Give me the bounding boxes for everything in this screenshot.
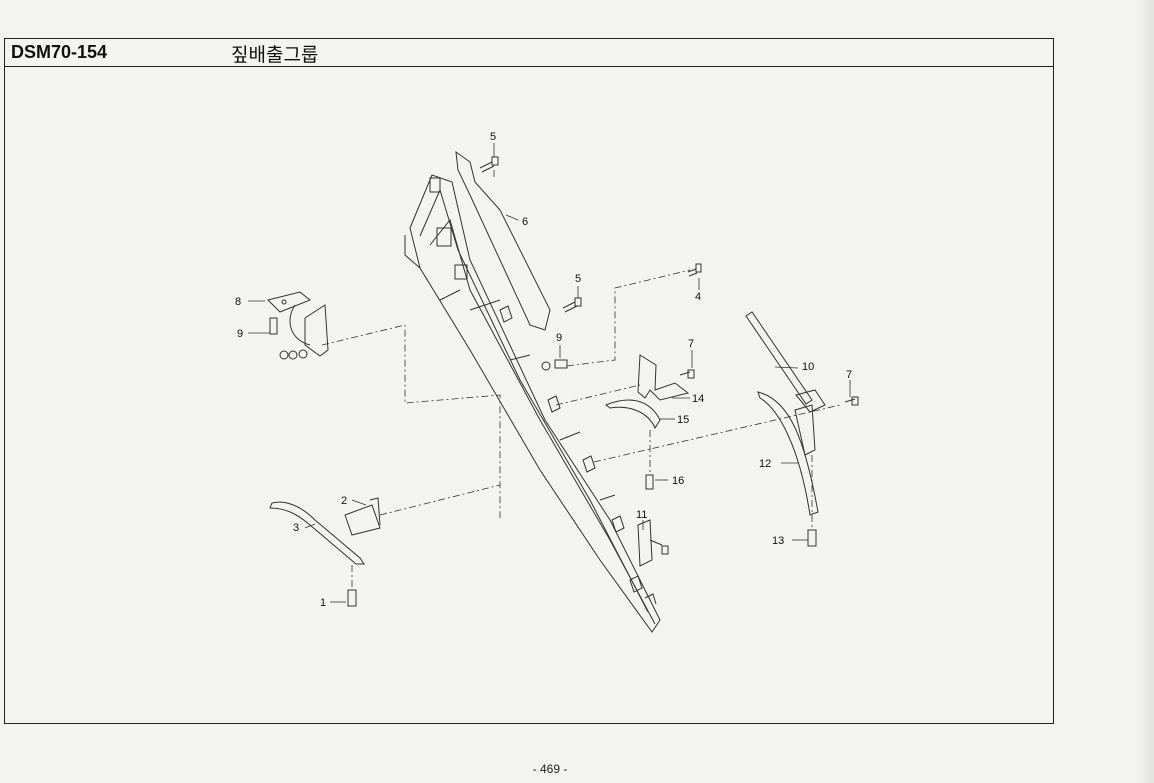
bracket-part-10-mount — [795, 389, 826, 413]
screw-part-5-lower — [562, 297, 582, 313]
callout-4: 4 — [695, 291, 701, 303]
bolt-part-1 — [347, 589, 357, 607]
page-number: - 469 - — [532, 762, 568, 776]
callout-1: 1 — [320, 597, 326, 609]
screw-part-7-center — [679, 369, 695, 379]
callout-16: 16 — [672, 475, 684, 487]
callout-3: 3 — [293, 522, 299, 534]
bolt-part-9-center — [541, 359, 568, 371]
bolt-part-13 — [807, 529, 817, 547]
callout-5-lower: 5 — [575, 273, 581, 285]
callout-11: 11 — [636, 509, 647, 521]
screw-part-4 — [687, 263, 702, 277]
screw-part-5-upper — [479, 156, 499, 173]
screw-part-16 — [645, 474, 654, 490]
scan-edge — [1136, 0, 1154, 783]
callout-15: 15 — [677, 414, 689, 426]
assembly-lines — [321, 170, 841, 590]
header-bar: DSM70-154 짚배출그룹 — [5, 39, 1053, 67]
callout-7-center: 7 — [688, 338, 694, 350]
model-code: DSM70-154 — [11, 42, 108, 62]
callout-numbers: 5 6 5 4 8 9 9 7 7 10 14 15 16 12 11 13 2… — [235, 131, 852, 609]
callout-2: 2 — [341, 495, 347, 507]
callout-13: 13 — [772, 535, 784, 547]
bolt-part-9-left — [269, 317, 308, 360]
callout-9-center: 9 — [556, 332, 562, 344]
callout-10: 10 — [802, 361, 814, 373]
group-title: 짚배출그룹 — [231, 44, 319, 66]
rod-part-10 — [745, 311, 813, 405]
callout-6: 6 — [522, 216, 528, 228]
cover-plate-part-6 — [455, 150, 551, 331]
guide-part-15 — [604, 399, 661, 430]
callout-5-upper: 5 — [490, 131, 496, 143]
callout-12: 12 — [759, 458, 771, 470]
bracket-part-2 — [344, 497, 381, 536]
bracket-part-8 — [267, 291, 329, 357]
guide-part-3 — [269, 501, 365, 565]
deflector-part-12 — [757, 391, 819, 516]
callout-14: 14 — [692, 393, 704, 405]
screw-part-7-right — [844, 396, 859, 406]
callout-7-right: 7 — [846, 369, 852, 381]
callout-9-left: 9 — [237, 328, 243, 340]
bracket-part-14 — [637, 354, 690, 401]
diagram-frame: DSM70-154 짚배출그룹 — [4, 38, 1054, 724]
callout-8: 8 — [235, 296, 241, 308]
bracket-part-11 — [637, 519, 663, 567]
main-frame-part — [404, 174, 661, 633]
leader-lines — [248, 143, 851, 603]
